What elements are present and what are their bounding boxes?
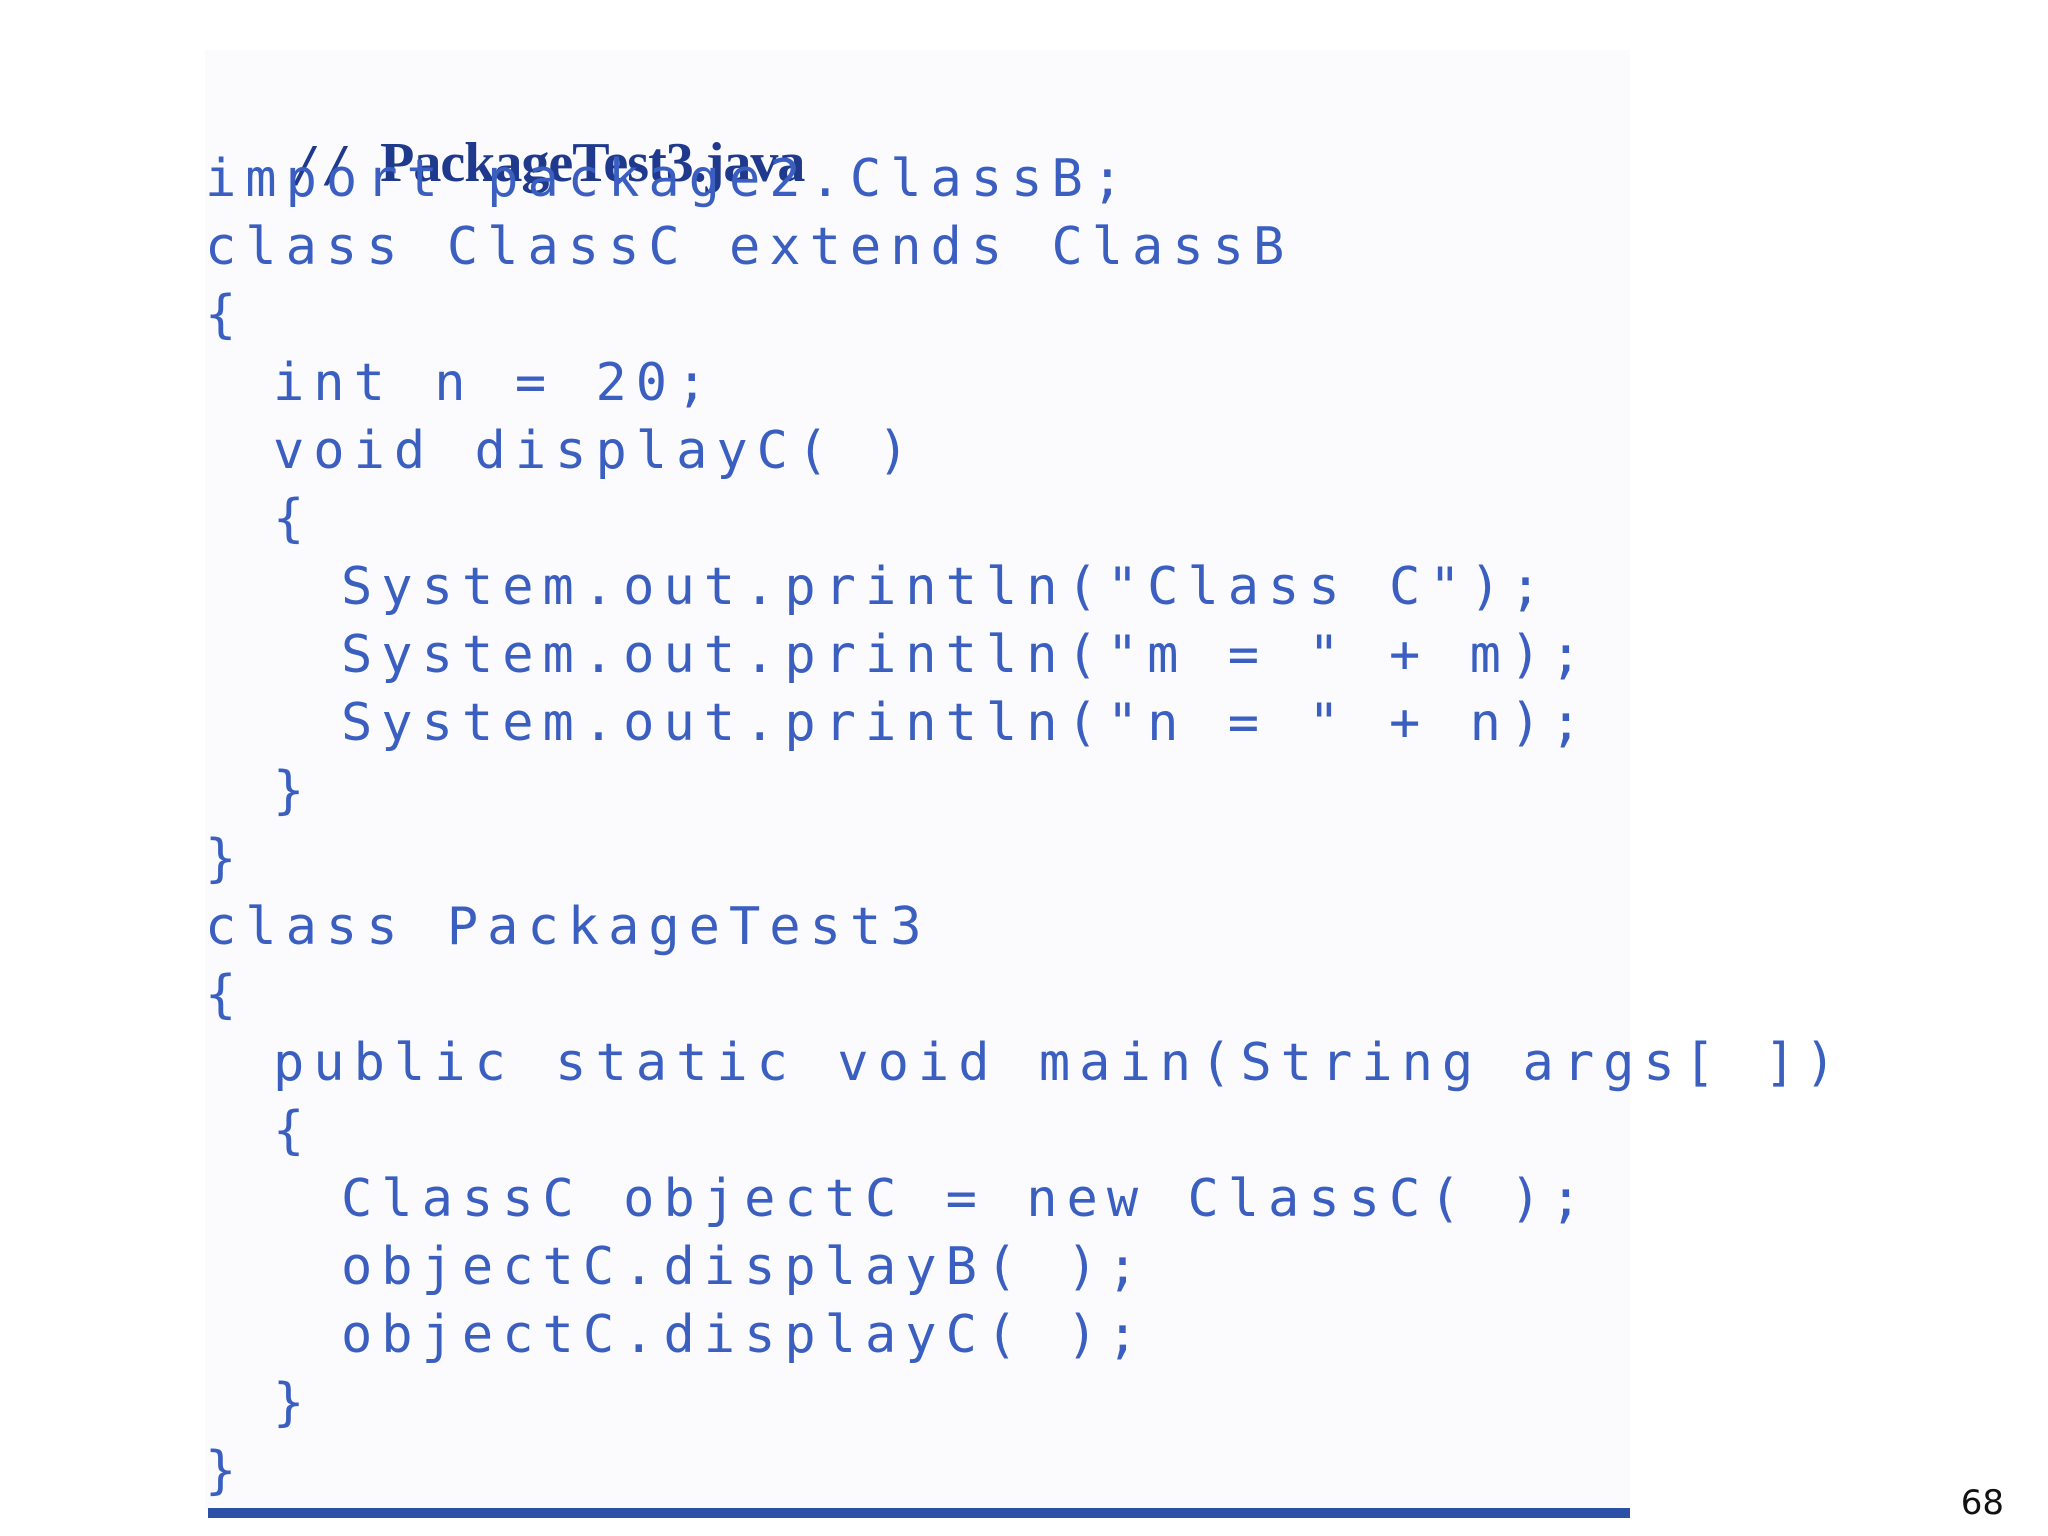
- code-line-8: System.out.println("m = " + m);: [341, 625, 1591, 685]
- code-title: // PackageTest3.java: [272, 58, 805, 194]
- code-listing: import package2.ClassB; class ClassC ext…: [205, 145, 1845, 1505]
- code-bottom-rule: [208, 1508, 1630, 1518]
- title-filename: PackageTest3.java: [380, 132, 805, 194]
- code-line-14: public static void main(String args[ ]): [273, 1033, 1845, 1093]
- code-line-3: {: [205, 285, 246, 345]
- code-line-12: class PackageTest3: [205, 897, 931, 957]
- code-line-6: {: [273, 489, 314, 549]
- code-line-19: }: [273, 1373, 314, 1433]
- code-line-9: System.out.println("n = " + n);: [341, 693, 1591, 753]
- code-line-1: import package2.ClassB;: [205, 149, 1133, 209]
- code-line-15: {: [273, 1101, 314, 1161]
- code-line-5: void displayC( ): [273, 421, 918, 481]
- code-line-13: {: [205, 965, 246, 1025]
- code-line-10: }: [273, 761, 314, 821]
- code-line-7: System.out.println("Class C");: [341, 557, 1551, 617]
- code-line-2: class ClassC extends ClassB: [205, 217, 1294, 277]
- code-panel: [205, 50, 1630, 1510]
- code-line-11: }: [205, 829, 246, 889]
- code-line-17: objectC.displayB( );: [341, 1237, 1148, 1297]
- title-comment-marker: //: [292, 137, 355, 193]
- page-number: 68: [1960, 1483, 2004, 1523]
- code-line-20: }: [205, 1441, 246, 1501]
- code-line-4: int n = 20;: [273, 353, 717, 413]
- code-line-16: ClassC objectC = new ClassC( );: [341, 1169, 1591, 1229]
- code-line-18: objectC.displayC( );: [341, 1305, 1148, 1365]
